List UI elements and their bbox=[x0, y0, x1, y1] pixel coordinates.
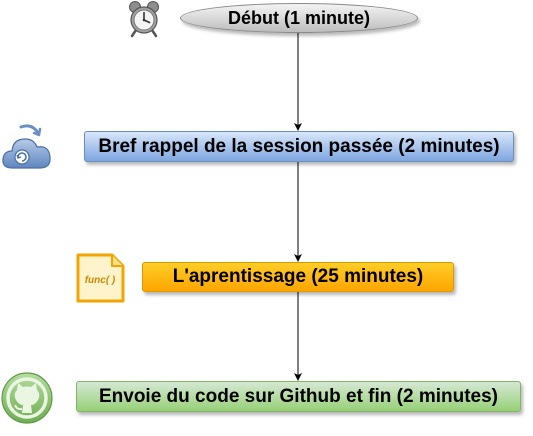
node-learning[interactable]: L'aprentissage (25 minutes) bbox=[142, 262, 454, 292]
cloud-sync-icon bbox=[2, 124, 51, 169]
func-icon-text: func( ) bbox=[85, 275, 116, 286]
node-recall-label: Bref rappel de la session passée (2 minu… bbox=[98, 135, 500, 157]
alarm-clock-icon bbox=[129, 1, 159, 38]
node-start-label: Début (1 minute) bbox=[228, 7, 370, 28]
func-file-icon: func( ) bbox=[76, 253, 125, 303]
node-end[interactable]: Envoie du code sur Github et fin (2 minu… bbox=[76, 381, 521, 412]
node-learning-label: L'aprentissage (25 minutes) bbox=[172, 266, 424, 287]
node-recall[interactable]: Bref rappel de la session passée (2 minu… bbox=[84, 131, 514, 162]
github-icon bbox=[1, 372, 53, 424]
node-start[interactable]: Début (1 minute) bbox=[180, 3, 418, 33]
node-end-label: Envoie du code sur Github et fin (2 minu… bbox=[98, 385, 499, 407]
